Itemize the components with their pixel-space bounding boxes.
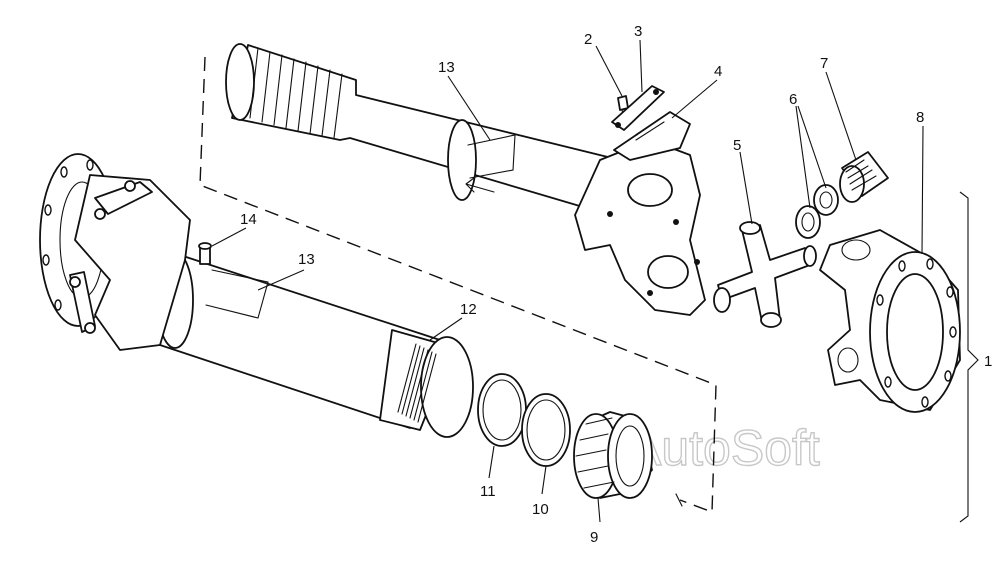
outline-end-tick bbox=[675, 493, 683, 507]
callout-6: 6 bbox=[789, 91, 797, 108]
callout-7: 7 bbox=[820, 55, 828, 72]
watermark-text: AutoSoft bbox=[628, 420, 820, 476]
splined-slip-shaft bbox=[225, 43, 621, 213]
callout-4: 4 bbox=[714, 63, 722, 80]
callout-13-upper: 13 bbox=[438, 59, 455, 76]
callout-9: 9 bbox=[590, 529, 598, 546]
propeller-shaft-tube bbox=[156, 251, 474, 438]
flange-yoke-part-8 bbox=[819, 229, 961, 413]
assembly-dashed-outline bbox=[199, 56, 717, 513]
callout-12: 12 bbox=[460, 301, 477, 318]
threaded-nut-part-9 bbox=[573, 411, 653, 499]
callout-2: 2 bbox=[584, 31, 592, 48]
lock-plate-part-3 bbox=[611, 85, 665, 131]
callout-13-lower: 13 bbox=[298, 251, 315, 268]
seal-rings-part-6 bbox=[795, 184, 839, 239]
assembly-bracket bbox=[959, 191, 979, 523]
bearing-cap-part-4 bbox=[613, 111, 691, 161]
callout-14: 14 bbox=[240, 211, 257, 228]
left-universal-joint-flange bbox=[39, 153, 191, 351]
retaining-ring-part-10 bbox=[521, 393, 571, 467]
callout-3: 3 bbox=[634, 23, 642, 40]
callout-10: 10 bbox=[532, 501, 549, 518]
callout-5: 5 bbox=[733, 137, 741, 154]
grease-fitting-part-14 bbox=[198, 242, 212, 265]
callout-8: 8 bbox=[916, 109, 924, 126]
callout-1: 1 bbox=[984, 353, 992, 370]
callout-11: 11 bbox=[480, 483, 496, 500]
leader-lines bbox=[211, 39, 924, 523]
shaft-yoke-upper bbox=[574, 139, 706, 316]
seal-ring-part-11 bbox=[477, 373, 527, 447]
universal-joint-cross bbox=[713, 221, 817, 328]
needle-bearing-part-7 bbox=[839, 151, 889, 203]
